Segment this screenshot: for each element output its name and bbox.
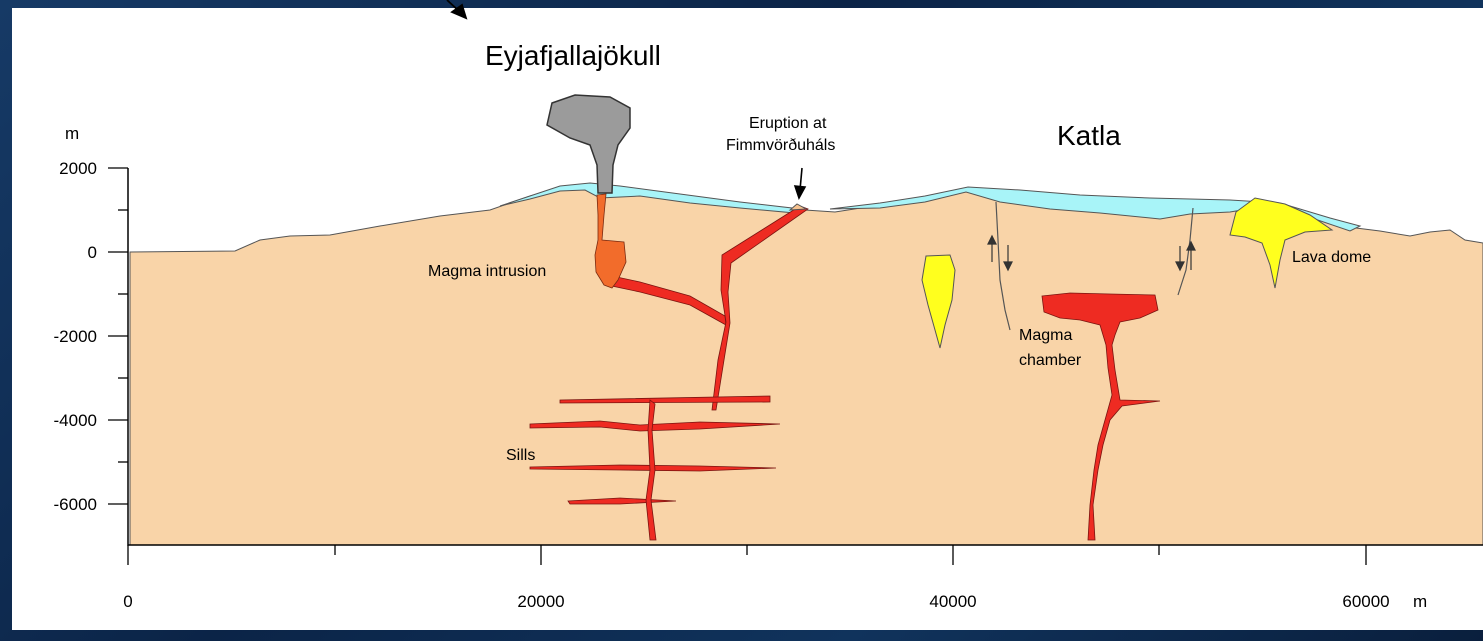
x-tick-label: 20000	[517, 592, 564, 611]
y-tick-label: -2000	[54, 327, 97, 346]
x-axis-unit: m	[1413, 592, 1427, 611]
lava-dome-label: Lava dome	[1292, 249, 1371, 266]
x-tick-label: 0	[123, 592, 132, 611]
x-tick-label: 40000	[929, 592, 976, 611]
eyjafjallajokull-label: Eyjafjallajökull	[485, 40, 661, 71]
magma-chamber-label-line1: Magma	[1019, 327, 1072, 344]
ash-plume	[547, 95, 630, 193]
eruption-label-line1: Eruption at	[749, 115, 827, 132]
magma-intrusion-label: Magma intrusion	[428, 263, 546, 280]
corner-arrow	[447, 0, 466, 18]
sills-label: Sills	[506, 447, 535, 464]
y-tick-label: -4000	[54, 411, 97, 430]
y-tick-label: 0	[88, 243, 97, 262]
eruption-arrow	[795, 168, 805, 198]
eruption-label-line2: Fimmvörðuháls	[726, 137, 835, 154]
katla-label: Katla	[1057, 120, 1121, 151]
magma-chamber-label-line2: chamber	[1019, 352, 1082, 369]
y-axis-ticks	[108, 168, 128, 504]
y-tick-label: 2000	[59, 159, 97, 178]
x-tick-label: 60000	[1342, 592, 1389, 611]
y-axis-unit: m	[65, 124, 79, 143]
x-axis-ticks	[128, 545, 1366, 565]
y-tick-label: -6000	[54, 495, 97, 514]
